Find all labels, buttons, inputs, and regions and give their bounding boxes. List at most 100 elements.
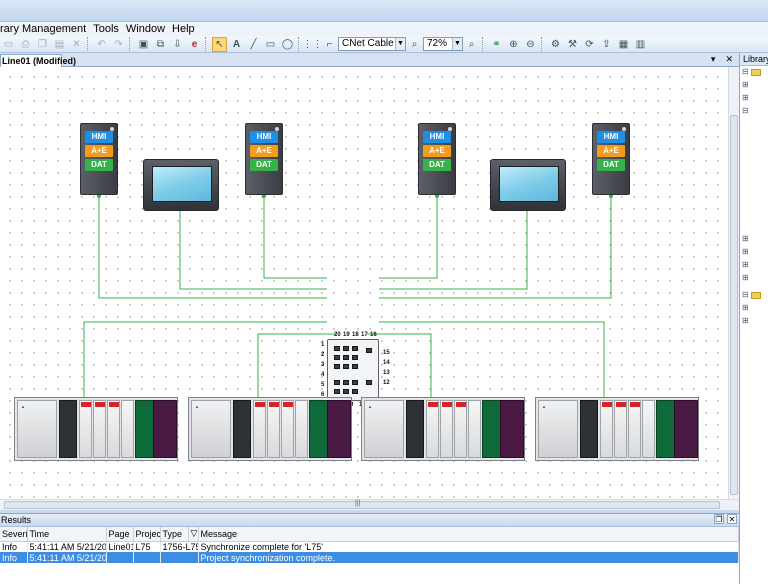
tree-expander-icon[interactable]: ⊟: [742, 106, 749, 115]
plc-rack-2[interactable]: ▲: [188, 397, 352, 461]
menu-window[interactable]: Window: [125, 23, 166, 35]
tools-icon[interactable]: ⚒: [568, 38, 577, 50]
server-2[interactable]: HMI A+E DAT: [245, 123, 283, 195]
plc-rack-4[interactable]: ▲: [535, 397, 699, 461]
ethernet-port[interactable]: [366, 348, 372, 353]
ethernet-port[interactable]: [334, 364, 340, 369]
zoom-icon[interactable]: ⌕: [411, 38, 418, 50]
connector-icon[interactable]: ⌐: [326, 38, 333, 50]
ethernet-port[interactable]: [334, 346, 340, 351]
close-icon[interactable]: ✕: [725, 54, 733, 64]
remove-device-icon[interactable]: ⊖: [526, 38, 535, 50]
tree-expander-icon[interactable]: ⊟: [742, 67, 749, 76]
network-icon[interactable]: ⧉: [156, 38, 165, 50]
tree-expander-icon[interactable]: ⊞: [742, 93, 749, 102]
table-row[interactable]: Info 5:41:11 AM 5/21/2015 Project synchr…: [0, 552, 739, 563]
zoom-select[interactable]: 72% ▼: [423, 37, 463, 51]
tree-expander-icon[interactable]: ⊞: [742, 247, 749, 256]
float-icon[interactable]: ❐: [714, 514, 724, 524]
table-row[interactable]: Info 5:41:11 AM 5/21/2015 Line01 L75 175…: [0, 541, 739, 552]
close-icon[interactable]: ✕: [727, 514, 737, 524]
redo-icon[interactable]: ↷: [114, 38, 123, 50]
server-1[interactable]: HMI A+E DAT: [80, 123, 118, 195]
sync-icon[interactable]: ⟳: [585, 38, 594, 50]
brand-logo-icon: ▲: [542, 404, 546, 409]
ethernet-port[interactable]: [334, 380, 340, 385]
open-icon[interactable]: ▭: [3, 38, 14, 50]
server-3[interactable]: HMI A+E DAT: [418, 123, 456, 195]
print-icon[interactable]: ⎙: [21, 38, 30, 50]
module-label-icon: [109, 402, 119, 407]
menu-help[interactable]: Help: [172, 23, 195, 35]
column-severity[interactable]: Severity: [0, 527, 28, 542]
ethernet-port[interactable]: [343, 346, 349, 351]
pointer-icon[interactable]: ↖: [212, 36, 227, 52]
tree-expander-icon[interactable]: ⊞: [742, 260, 749, 269]
align-icon[interactable]: ⚙: [551, 38, 560, 50]
operator-panel-1[interactable]: [143, 159, 219, 211]
ethernet-port[interactable]: [334, 355, 340, 360]
tree-expander-icon[interactable]: ⊞: [742, 234, 749, 243]
tree-expander-icon[interactable]: ⊞: [742, 303, 749, 312]
download-icon[interactable]: ⇩: [173, 38, 182, 50]
chevron-down-icon[interactable]: ▼: [395, 38, 405, 50]
ethernet-port[interactable]: [334, 389, 340, 394]
server-4[interactable]: HMI A+E DAT: [592, 123, 630, 195]
vertical-scrollbar[interactable]: [728, 67, 739, 499]
tree-expander-icon[interactable]: ⊞: [742, 273, 749, 282]
paste-icon[interactable]: ▤: [54, 38, 65, 50]
report-icon[interactable]: ▦: [618, 38, 629, 50]
plc-rack-3[interactable]: ▲: [361, 397, 525, 461]
scroll-thumb[interactable]: [730, 115, 738, 495]
tree-expander-icon[interactable]: ⊞: [742, 316, 749, 325]
horizontal-scrollbar[interactable]: |||: [0, 499, 739, 510]
line-tool-icon[interactable]: ╱: [250, 38, 257, 50]
plc-rack-1[interactable]: ▲: [14, 397, 178, 461]
tab-line01[interactable]: Line01 (Modified): [0, 54, 76, 67]
filter-icon[interactable]: ▽: [188, 527, 199, 542]
diagram-canvas[interactable]: HMI A+E DAT HMI A+E DAT HMI A+E DAT HMI …: [0, 67, 728, 499]
ethernet-port[interactable]: [352, 389, 358, 394]
ethernet-port[interactable]: [352, 364, 358, 369]
add-device-icon[interactable]: ⊕: [509, 38, 518, 50]
connection-type-select[interactable]: CNet Cable ▼: [338, 37, 406, 51]
scroll-thumb[interactable]: [4, 501, 720, 509]
brand-logo-icon: ▲: [368, 404, 372, 409]
menu-library-management[interactable]: rary Management: [0, 23, 87, 35]
ethernet-port[interactable]: [343, 389, 349, 394]
column-page[interactable]: Page: [106, 527, 134, 542]
grid-icon[interactable]: ⋮⋮: [302, 38, 323, 50]
delete-icon[interactable]: ✕: [72, 38, 81, 50]
ethernet-port[interactable]: [366, 380, 372, 385]
tab-menu-icon[interactable]: ▾: [710, 54, 716, 64]
module-label-icon: [602, 402, 612, 407]
ellipse-tool-icon[interactable]: ◯: [281, 38, 294, 50]
ethernet-switch[interactable]: 2019181716123456151413127891011: [321, 332, 390, 408]
link-line: [179, 205, 327, 290]
library-icon[interactable]: ▥: [635, 38, 646, 50]
column-message[interactable]: Message: [198, 527, 739, 542]
zoom-fit-icon[interactable]: ⌕: [468, 38, 475, 50]
chevron-down-icon[interactable]: ▼: [452, 38, 462, 50]
operator-panel-2[interactable]: [490, 159, 566, 211]
ethernet-port[interactable]: [352, 355, 358, 360]
undo-icon[interactable]: ↶: [97, 38, 106, 50]
link-icon[interactable]: ⚭: [492, 38, 501, 50]
menu-tools[interactable]: Tools: [93, 23, 119, 35]
ethernet-port[interactable]: [343, 355, 349, 360]
column-time[interactable]: Time: [27, 527, 107, 542]
column-project[interactable]: Project: [133, 527, 161, 542]
text-tool-icon[interactable]: A: [232, 38, 241, 50]
column-type[interactable]: Type: [160, 527, 189, 542]
ethernet-port[interactable]: [352, 346, 358, 351]
tree-expander-icon[interactable]: ⊟: [742, 290, 749, 299]
browser-icon[interactable]: e: [191, 38, 198, 50]
rectangle-tool-icon[interactable]: ▭: [265, 38, 276, 50]
properties-icon[interactable]: ▣: [138, 38, 149, 50]
copy-icon[interactable]: ❐: [38, 38, 47, 50]
export-icon[interactable]: ⇪: [602, 38, 611, 50]
ethernet-port[interactable]: [343, 380, 349, 385]
ethernet-port[interactable]: [343, 364, 349, 369]
tree-expander-icon[interactable]: ⊞: [742, 80, 749, 89]
ethernet-port[interactable]: [352, 380, 358, 385]
